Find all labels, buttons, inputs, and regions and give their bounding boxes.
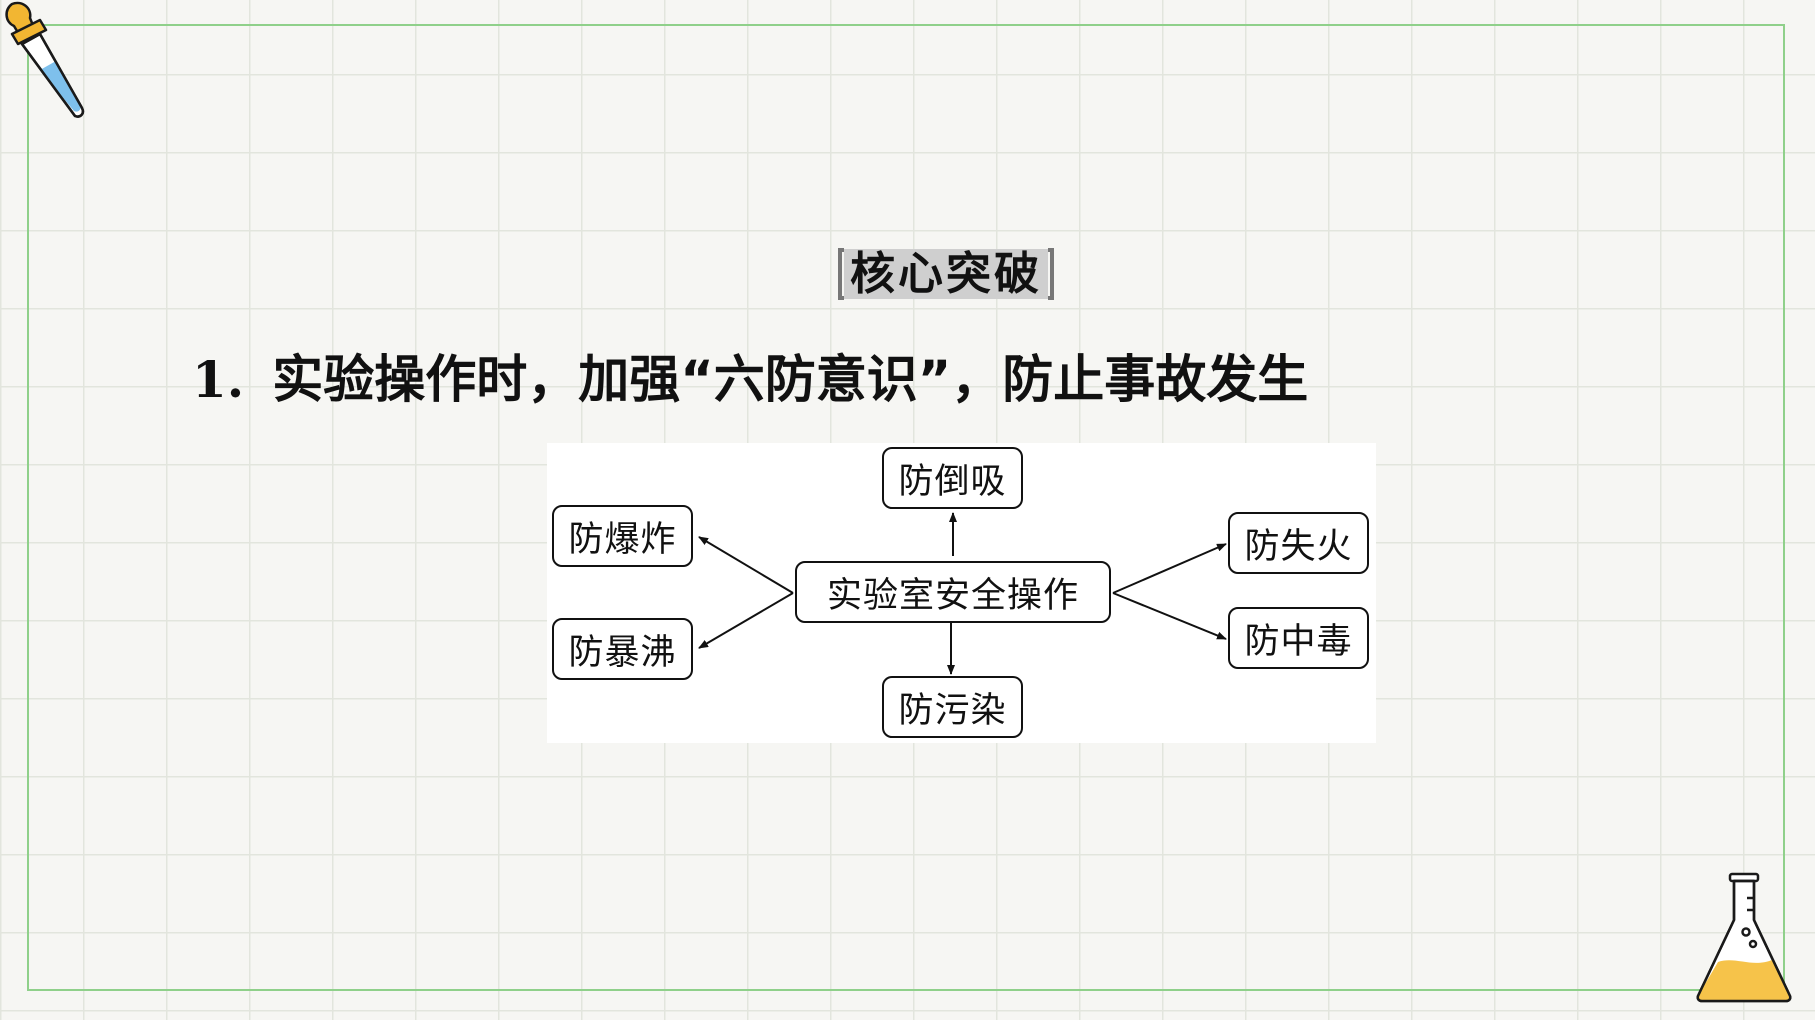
node-top: 防倒吸 bbox=[882, 447, 1023, 509]
node-left-top-label: 防爆炸 bbox=[568, 519, 677, 560]
slide-heading: 1. 实验操作时，加强“六防意识”，防止事故发生 bbox=[192, 338, 1308, 412]
arrow-to-right-bottom bbox=[1112, 592, 1227, 640]
dropper-icon bbox=[5, 1, 85, 118]
arrow-to-left-top bbox=[698, 536, 794, 594]
section-tag: 核心突破 bbox=[838, 247, 1055, 301]
section-tag-text: 核心突破 bbox=[844, 249, 1049, 299]
node-bottom-label: 防污染 bbox=[898, 690, 1007, 731]
heading-number: 1. bbox=[192, 350, 245, 409]
node-center-label: 实验室安全操作 bbox=[826, 575, 1079, 616]
node-right-bottom-label: 防中毒 bbox=[1244, 621, 1353, 662]
node-right-top-label: 防失火 bbox=[1244, 526, 1353, 567]
node-bottom: 防污染 bbox=[882, 676, 1023, 738]
node-left-bottom-label: 防暴沸 bbox=[568, 632, 677, 673]
node-left-bottom: 防暴沸 bbox=[552, 618, 693, 680]
flask-icon bbox=[1696, 872, 1792, 1003]
arrow-to-right-top bbox=[1112, 543, 1227, 594]
diagram-arrows bbox=[698, 512, 1227, 675]
slide-frame bbox=[27, 24, 1785, 991]
heading-text: 实验操作时，加强“六防意识”，防止事故发生 bbox=[272, 351, 1309, 410]
bracket-left bbox=[838, 248, 844, 300]
node-top-label: 防倒吸 bbox=[898, 461, 1007, 502]
node-right-top: 防失火 bbox=[1228, 512, 1369, 574]
safety-diagram: 防倒吸 防爆炸 实验室安全操作 防失火 防暴沸 防中毒 防污染 bbox=[547, 443, 1376, 743]
node-left-top: 防爆炸 bbox=[552, 505, 693, 567]
bracket-right bbox=[1048, 248, 1055, 300]
arrow-to-left-bottom bbox=[698, 592, 794, 649]
node-right-bottom: 防中毒 bbox=[1228, 607, 1369, 669]
node-center: 实验室安全操作 bbox=[795, 561, 1111, 623]
